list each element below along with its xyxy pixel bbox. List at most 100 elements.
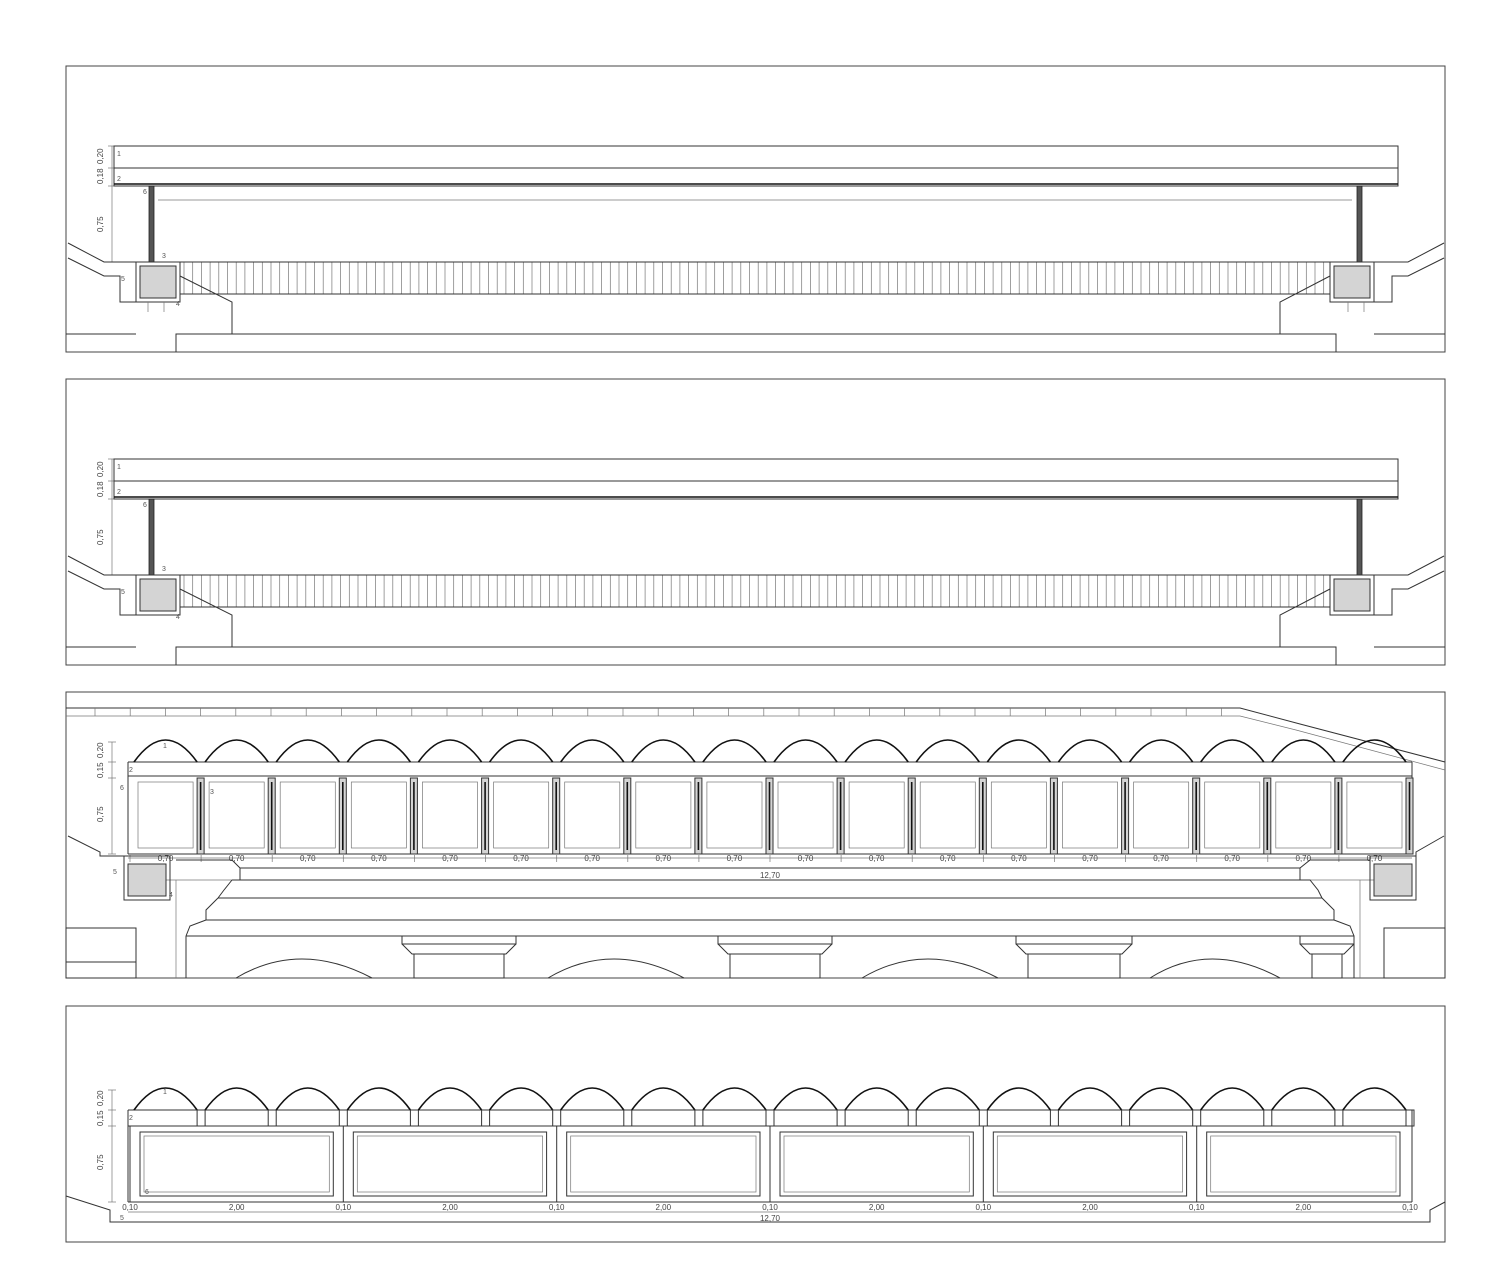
module-dimension: 0,70	[1082, 854, 1098, 863]
vdim-bottom: 0,75	[96, 529, 105, 545]
module-dimension: 0,70	[229, 854, 245, 863]
post-head	[338, 1109, 348, 1127]
arch-crown	[631, 739, 696, 763]
infill-panel	[990, 781, 1047, 849]
arch-crown	[488, 1087, 554, 1111]
arch-crown	[844, 739, 909, 763]
vdim-bottom: 0,75	[96, 1154, 105, 1170]
post-head	[765, 1109, 775, 1127]
arch-crown	[488, 739, 554, 763]
capital-moulding	[1299, 943, 1355, 955]
vdim-mid: 0,15	[96, 1110, 105, 1126]
vdim-top: 0,20	[96, 148, 105, 164]
capital-top	[1015, 935, 1133, 945]
infill-panel	[919, 781, 976, 849]
infill-panel	[1062, 781, 1118, 849]
module-dimension: 0,70	[300, 854, 316, 863]
arch-crown	[1271, 739, 1336, 763]
panel-dimension: 2,00	[869, 1203, 885, 1212]
arch-crown	[417, 739, 483, 763]
pier-shaft	[413, 953, 505, 979]
infill-panel	[564, 781, 621, 849]
pier-shaft	[1027, 953, 1121, 979]
arch-crown	[346, 739, 412, 763]
post-head	[1192, 1109, 1202, 1127]
module-dimension: 0,70	[798, 854, 814, 863]
arch-crown	[133, 739, 198, 763]
vdim-bottom: 0,75	[96, 806, 105, 822]
capital-top	[717, 935, 833, 945]
label-2: 2	[129, 1115, 133, 1122]
post-dimension: 0,10	[1189, 1203, 1205, 1212]
infill-panel	[208, 781, 265, 849]
infill-panel	[422, 781, 478, 849]
arch-crown	[560, 739, 625, 763]
label-2: 2	[117, 489, 121, 496]
arch-crown	[702, 739, 767, 763]
label-1: 1	[117, 464, 121, 471]
post-head	[694, 1109, 704, 1127]
post-head	[1049, 1109, 1059, 1127]
arch-crown	[986, 739, 1052, 763]
post-head	[623, 1109, 633, 1127]
infill-panel	[566, 1131, 761, 1197]
infill-panel	[352, 1131, 548, 1197]
post-dimension: 0,10	[762, 1203, 778, 1212]
infill-panel	[992, 1131, 1188, 1197]
arch-crown	[1128, 739, 1194, 763]
roof-tiles	[94, 708, 1222, 716]
arch-crown	[986, 1087, 1052, 1111]
arch-crown	[417, 1087, 483, 1111]
infill-panel	[635, 781, 692, 849]
infill-panel	[1275, 781, 1332, 849]
total-dimension: 12,70	[760, 1214, 781, 1223]
vdim-mid: 0,18	[96, 168, 105, 184]
infill-panel	[848, 781, 905, 849]
post-head	[1405, 1109, 1415, 1127]
label-2: 2	[117, 176, 121, 183]
arch-crown	[773, 739, 838, 763]
module-dimension: 0,70	[371, 854, 387, 863]
panel-dimension: 2,00	[229, 1203, 245, 1212]
module-dimension: 0,70	[1011, 854, 1027, 863]
infill-inner	[143, 1135, 330, 1193]
arch-crown	[631, 1087, 696, 1111]
label-4: 4	[176, 614, 180, 621]
arch-crown	[915, 1087, 980, 1111]
label-6: 6	[143, 189, 147, 196]
module-dimension: 0,70	[158, 854, 174, 863]
infill-panel	[137, 781, 194, 849]
arch-crown	[1200, 1087, 1265, 1111]
module-dimension: 0,70	[656, 854, 672, 863]
infill-panel	[350, 781, 407, 849]
label-3: 3	[162, 566, 166, 573]
infill-panel	[706, 781, 763, 849]
railing-modules	[129, 1087, 1415, 1202]
arch-crown	[702, 1087, 767, 1111]
railing-modules	[133, 739, 1414, 855]
module-dimension: 0,70	[727, 854, 743, 863]
post-head	[907, 1109, 917, 1127]
label-1: 1	[117, 151, 121, 158]
total-dimension: 12,70	[760, 871, 781, 880]
post-head	[978, 1109, 988, 1127]
infill-inner	[570, 1135, 757, 1193]
module-dimension: 0,70	[1153, 854, 1169, 863]
module-dimension: 0,70	[869, 854, 885, 863]
cross-section-panel-2: 0,20 0,18 0,75 1 2 3 4 5 6	[65, 378, 1446, 666]
label-3: 3	[162, 253, 166, 260]
capital-moulding	[717, 943, 833, 955]
baluster-band	[183, 575, 1325, 607]
panel-dimension: 2,00	[1296, 1203, 1312, 1212]
module-dimensions: 0,70 0,70 0,70 0,70 0,70 0,70 0,70 0,70 0,70 0,70…	[129, 854, 1383, 863]
arch-crown	[1271, 1087, 1336, 1111]
label-4: 4	[169, 892, 173, 899]
vdim-mid: 0,15	[96, 762, 105, 778]
post-head	[552, 1109, 562, 1127]
capital-moulding	[401, 943, 517, 955]
capital-top	[401, 935, 517, 945]
module-dimension: 0,70	[513, 854, 529, 863]
pier-capitals	[401, 935, 1355, 979]
module-dimension: 0,70	[1367, 854, 1383, 863]
